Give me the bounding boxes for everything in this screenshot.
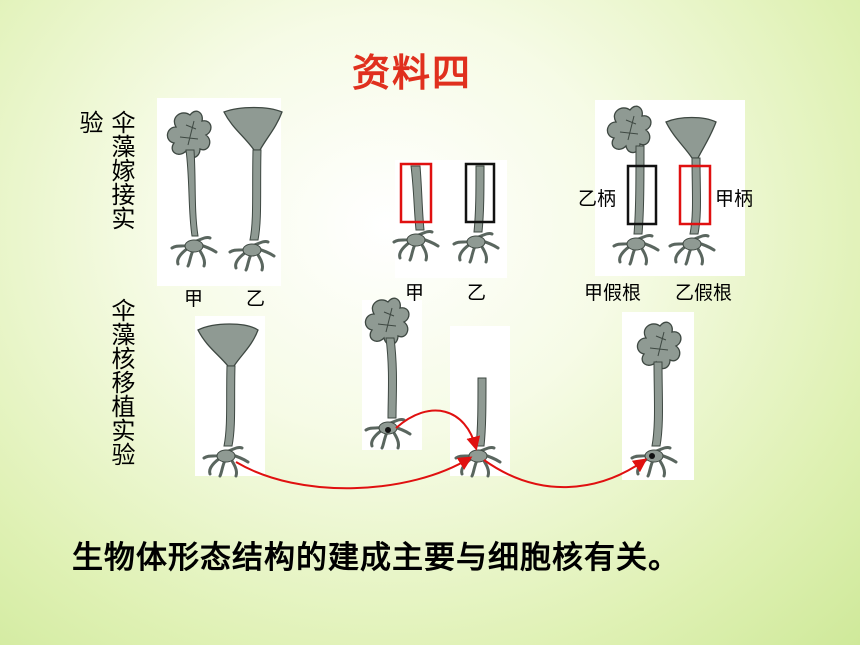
alga-transplant-3 <box>454 377 502 478</box>
alga-jia-2 <box>392 162 440 262</box>
label-yi-stalk: 乙柄 <box>578 188 617 210</box>
label-jia-2: 甲 <box>405 282 425 304</box>
label-yi-rhizoid: 乙假根 <box>675 282 733 304</box>
red-box-jia-stalk <box>399 162 433 224</box>
label-yi-2: 乙 <box>467 282 487 304</box>
slide-title: 资料四 <box>352 51 473 95</box>
red-box-jia-stalk-grafted <box>678 164 712 226</box>
alga-transplant-2 <box>364 297 412 450</box>
grafting-experiment-label: 伞藻嫁接实 <box>107 110 135 230</box>
alga-transplant-1 <box>197 323 259 478</box>
alga-grafted-right <box>665 116 717 266</box>
label-jia-stalk: 甲柄 <box>715 188 754 210</box>
alga-transplant-4 <box>630 321 682 478</box>
arrow-icon <box>483 458 648 488</box>
black-box-yi-stalk <box>464 162 496 224</box>
alga-jia-1 <box>166 110 218 268</box>
label-jia-rhizoid: 甲假根 <box>584 282 642 304</box>
transplant-experiment-label: 伞藻核移植实验 <box>107 298 135 466</box>
grafting-experiment-label-tail: 验 <box>75 110 103 134</box>
arrow-icon <box>235 456 473 490</box>
alga-yi-2 <box>452 162 500 264</box>
alga-yi-1 <box>223 106 283 272</box>
label-jia-1: 甲 <box>184 288 204 310</box>
label-yi-1: 乙 <box>246 288 266 310</box>
conclusion-text: 生物体形态结构的建成主要与细胞核有关。 <box>72 540 680 576</box>
black-box-yi-stalk-grafted <box>626 164 658 226</box>
alga-grafted-left <box>606 105 660 266</box>
arrow-icon <box>395 409 481 451</box>
